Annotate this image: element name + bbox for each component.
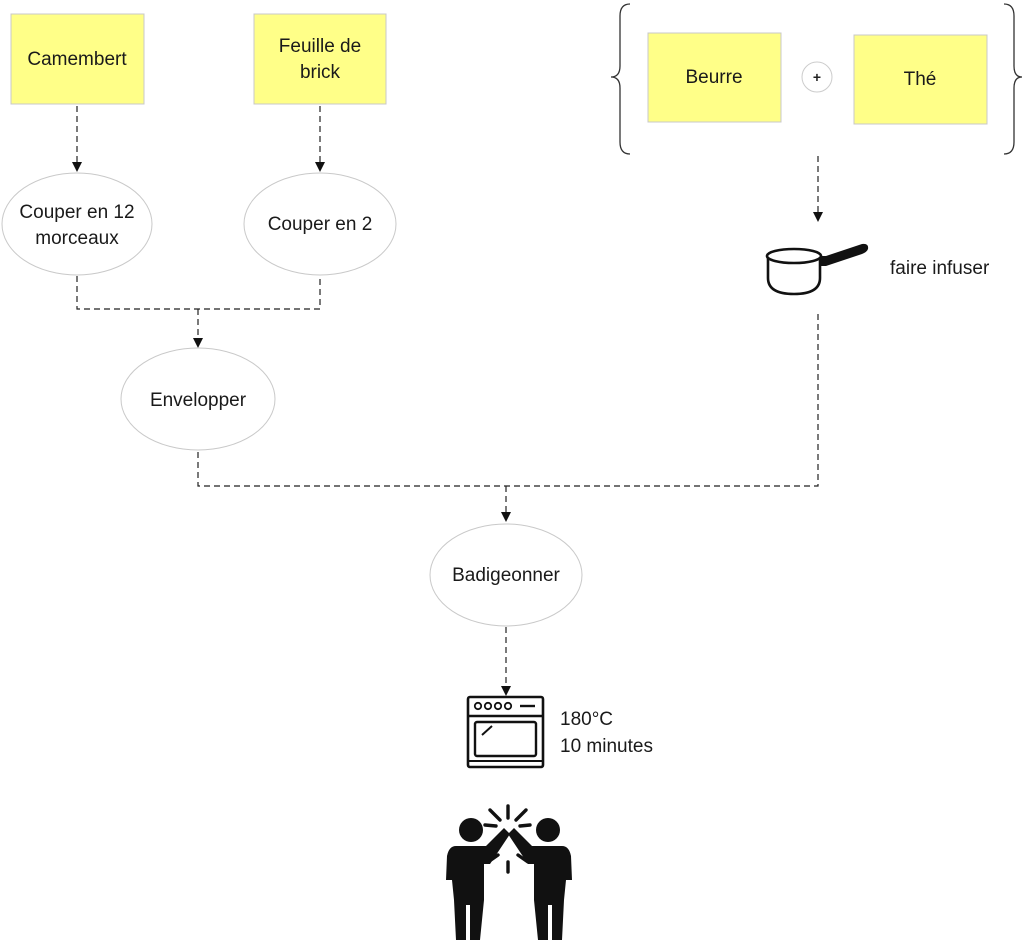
step-cut12-line2: morceaux bbox=[35, 228, 119, 249]
note-beurre-label: Beurre bbox=[685, 67, 742, 88]
right-brace bbox=[1003, 3, 1023, 155]
step-couper-en-2: Couper en 2 bbox=[243, 172, 397, 276]
saucepan-icon bbox=[765, 243, 869, 296]
oven-duration: 10 minutes bbox=[560, 736, 653, 757]
step-cut12-line1: Couper en 12 bbox=[19, 202, 134, 223]
note-camembert: Camembert bbox=[10, 13, 145, 105]
arrowhead-cut12 bbox=[72, 162, 82, 172]
step-envelopper-label: Envelopper bbox=[150, 390, 247, 411]
plus-operator: + bbox=[801, 61, 833, 93]
note-brick-line2: brick bbox=[300, 62, 341, 83]
connector-cuts-merge bbox=[76, 276, 321, 310]
note-feuille-de-brick: Feuille de brick bbox=[253, 13, 387, 105]
step-faire-infuser-label: faire infuser bbox=[890, 258, 990, 279]
note-the: Thé bbox=[853, 34, 988, 125]
step-envelopper: Envelopper bbox=[120, 347, 276, 451]
arrowhead-envelopper bbox=[193, 338, 203, 348]
note-camembert-label: Camembert bbox=[27, 49, 127, 70]
step-badigeonner-label: Badigeonner bbox=[452, 565, 560, 586]
arrowhead-saucepan bbox=[813, 212, 823, 222]
left-brace bbox=[610, 3, 631, 155]
note-brick-line1: Feuille de bbox=[279, 36, 361, 57]
arrowhead-oven bbox=[501, 686, 511, 696]
brace-group-infusion: Beurre + Thé bbox=[610, 3, 1023, 155]
oven-temperature: 180°C bbox=[560, 709, 613, 730]
high-five-icon bbox=[446, 804, 572, 940]
oven-icon bbox=[466, 695, 545, 769]
step-cut2-label: Couper en 2 bbox=[268, 214, 373, 235]
arrowhead-cut2 bbox=[315, 162, 325, 172]
plus-label: + bbox=[813, 69, 821, 85]
connector-envelopper-merge bbox=[197, 314, 819, 487]
arrowhead-badigeonner bbox=[501, 512, 511, 522]
note-beurre: Beurre bbox=[647, 32, 782, 123]
note-the-label: Thé bbox=[904, 69, 937, 90]
step-couper-en-12: Couper en 12 morceaux bbox=[1, 172, 153, 276]
step-badigeonner: Badigeonner bbox=[429, 523, 583, 627]
